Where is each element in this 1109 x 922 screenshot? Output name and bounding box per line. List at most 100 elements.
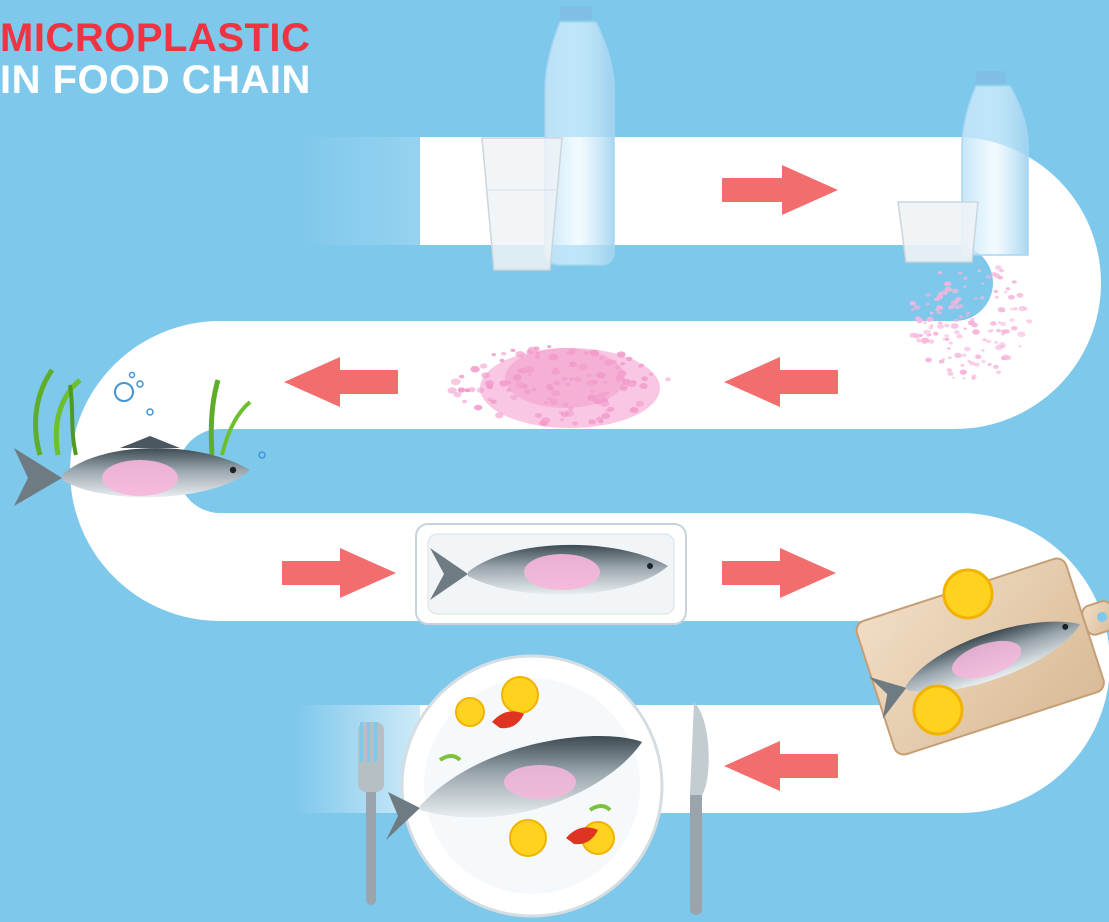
fish-tray-icon [416, 524, 686, 624]
microplastic-particle [962, 354, 967, 357]
microplastic-particle [566, 383, 571, 386]
microplastic-particle [510, 395, 518, 400]
microplastic-particle [599, 356, 603, 359]
microplastic-particle [949, 342, 953, 345]
microplastic-particle [975, 354, 981, 359]
microplastic-particle [948, 372, 954, 376]
microplastic-particle [481, 372, 490, 378]
microplastic-particle [993, 365, 999, 369]
microplastic-particle [510, 349, 515, 353]
microplastic-particle [941, 289, 948, 294]
microplastic-particle [527, 349, 534, 354]
microplastic-particle [958, 272, 962, 275]
microplastic-particle [506, 388, 511, 392]
microplastic-particle [948, 357, 951, 359]
microplastic-particle [933, 332, 939, 336]
microplastic-particle [524, 389, 531, 394]
microplastic-particle [1006, 287, 1011, 290]
microplastic-particle [981, 360, 986, 363]
microplastic-particle [521, 384, 528, 389]
microplastic-particle [665, 377, 671, 381]
microplastic-particle [492, 353, 497, 356]
microplastic-particle [458, 387, 465, 392]
microplastic-particle [615, 365, 621, 369]
microplastic-particle [535, 355, 540, 358]
microplastic-particle [993, 273, 999, 278]
microplastic-particle [544, 401, 548, 404]
microplastic-particle [561, 377, 568, 382]
microplastic-particle [1011, 326, 1018, 331]
microplastic-particle [938, 321, 943, 325]
microplastic-particle [602, 413, 611, 419]
microplastic-particle [547, 345, 551, 348]
microplastic-particle [528, 373, 532, 376]
dinner-plate-fish-icon [386, 656, 662, 916]
microplastic-particle [588, 419, 596, 424]
microplastic-particle [1018, 345, 1021, 347]
microplastic-particle [954, 330, 960, 334]
microplastic-particle [587, 374, 592, 377]
microplastic-particle [977, 270, 981, 273]
microplastic-particle [603, 381, 608, 384]
microplastic-particle [988, 363, 992, 366]
microplastic-particle [980, 296, 985, 299]
microplastic-particle [474, 405, 482, 411]
microplastic-particle [639, 383, 648, 389]
microplastic-particle [938, 271, 942, 274]
microplastic-particle [944, 324, 949, 328]
microplastic-particle [936, 305, 943, 310]
microplastic-particle [927, 335, 930, 337]
microplastic-particle [981, 282, 984, 284]
microplastic-particle [986, 340, 991, 344]
microplastic-particle [948, 305, 954, 309]
microplastic-particle [954, 319, 958, 322]
microplastic-particle [617, 351, 626, 357]
microplastic-particle [470, 366, 479, 373]
microplastic-particle [499, 359, 504, 363]
microplastic-particle [499, 380, 508, 386]
microplastic-particle [967, 360, 970, 362]
microplastic-particle [574, 377, 582, 383]
microplastic-particle [532, 388, 537, 391]
microplastic-particle [560, 418, 565, 421]
microplastic-particle [921, 339, 928, 344]
microplastic-particle [578, 364, 588, 371]
microplastic-particle [453, 392, 461, 398]
microplastic-particle [971, 377, 975, 380]
microplastic-particle [584, 352, 589, 355]
microplastic-particle [961, 364, 965, 367]
microplastic-particle [981, 349, 984, 351]
microplastic-particle [945, 338, 950, 341]
microplastic-particle [934, 298, 937, 300]
microplastic-particle [999, 269, 1004, 273]
microplastic-particle [569, 378, 573, 381]
microplastic-particle [963, 277, 967, 280]
microplastic-particle [974, 363, 980, 367]
microplastic-particle [996, 329, 1001, 333]
microplastic-particle [944, 334, 949, 337]
microplastic-particle [1017, 293, 1024, 298]
microplastic-particle [999, 342, 1006, 347]
microplastic-particle [486, 384, 493, 389]
microplastic-particle [621, 386, 626, 389]
microplastic-particle [604, 391, 609, 394]
microplastic-particle [600, 401, 609, 407]
microplastic-particle [551, 391, 560, 397]
microplastic-particle [998, 307, 1005, 312]
microplastic-particle [626, 357, 632, 361]
microplastic-particle [616, 375, 624, 381]
microplastic-particle [1001, 356, 1007, 360]
microplastic-particle [952, 289, 959, 294]
microplastic-particle [567, 350, 574, 355]
microplastic-particle [462, 400, 467, 404]
microplastic-particle [524, 366, 534, 373]
microplastic-particle [959, 315, 964, 318]
microplastic-particle [951, 323, 959, 329]
microplastic-particle [591, 380, 598, 385]
microplastic-particle [998, 321, 1002, 324]
microplastic-particle [947, 347, 950, 349]
microplastic-particle [459, 375, 465, 379]
microplastic-particle [604, 360, 613, 366]
microplastic-particle [551, 369, 560, 375]
